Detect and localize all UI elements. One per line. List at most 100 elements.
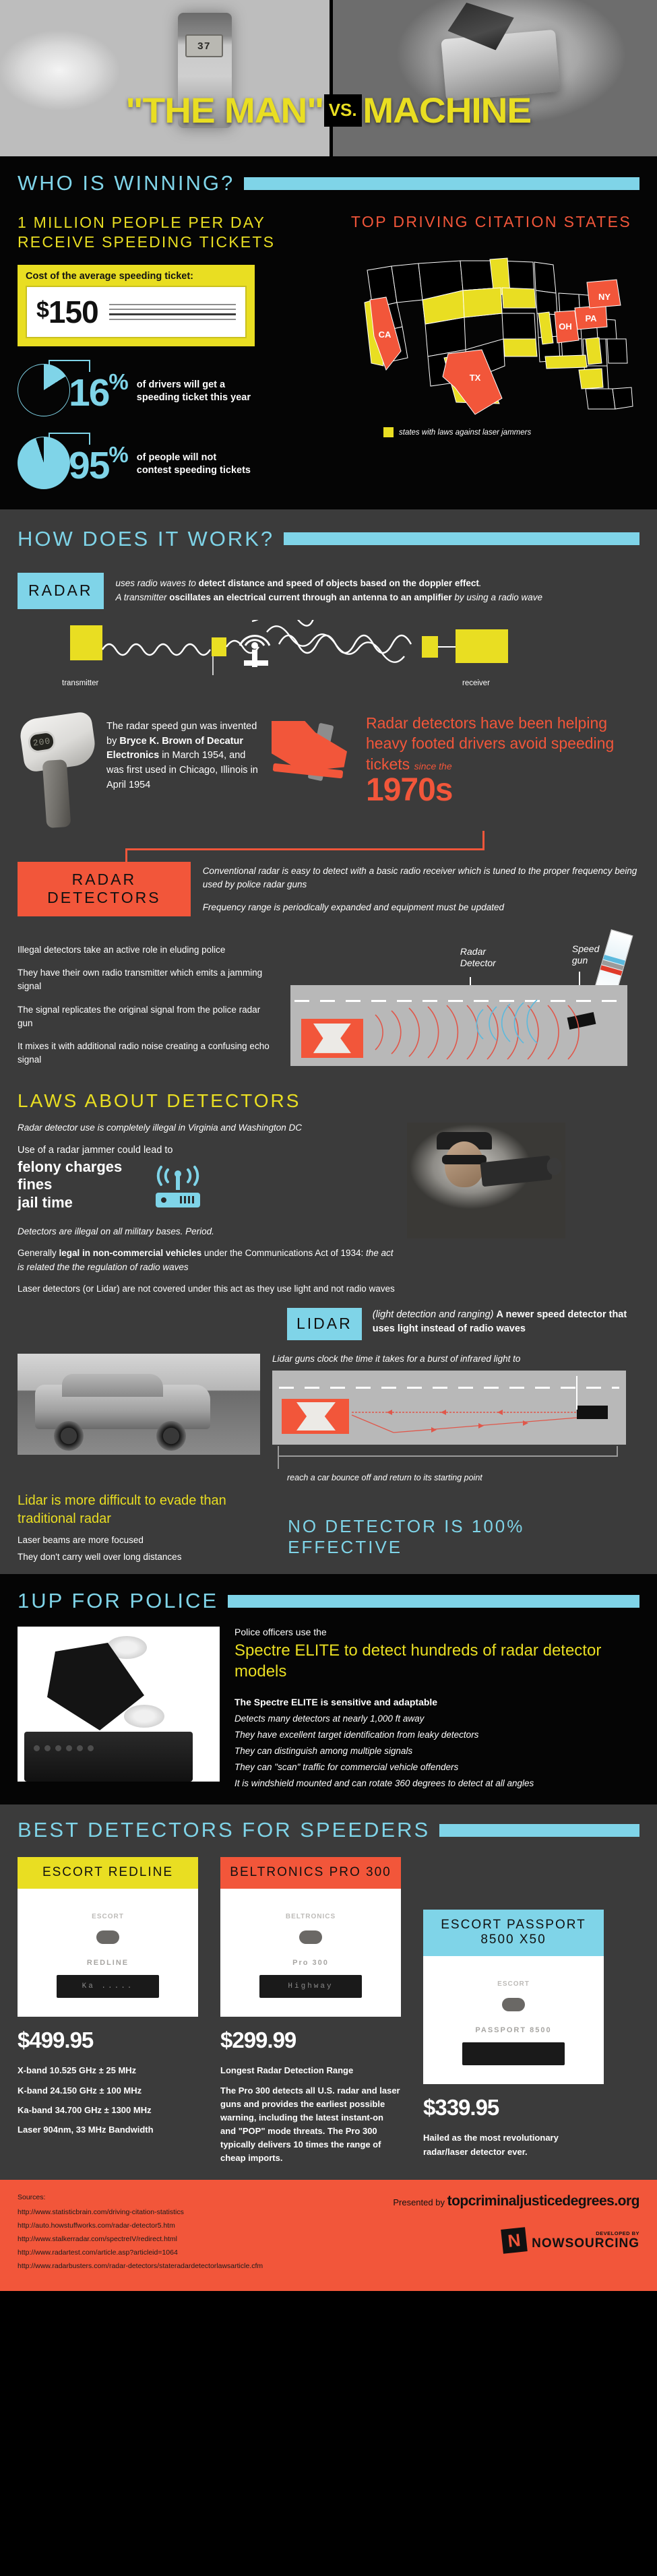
map-label-ca: CA — [379, 329, 392, 340]
road-surface — [290, 984, 627, 1066]
map-label-pa: PA — [585, 313, 597, 323]
pie-slice-16 — [18, 363, 70, 416]
source-link-3[interactable]: http://www.stalkerradar.com/spectreIV/re… — [18, 2235, 177, 2244]
source-link-2[interactable]: http://auto.howstuffworks.com/radar-dete… — [18, 2222, 175, 2230]
lidar-caption-bottom: reach a car bounce off and return to its… — [287, 1473, 482, 1483]
photo-speeding-car — [18, 1354, 260, 1455]
device-screen — [462, 2042, 565, 2066]
laws-military: Detectors are illegal on all military ba… — [18, 1226, 214, 1237]
section-header-police: 1UP FOR POLICE — [18, 1589, 639, 1613]
radar-l2a: A transmitter — [115, 592, 170, 602]
detectors-description: Conventional radar is easy to detect wit… — [203, 862, 639, 915]
ticket-ruled-lines — [108, 304, 236, 320]
jammer-router-icon — [149, 1162, 207, 1212]
spec-1: Longest Radar Detection Range — [220, 2065, 354, 2076]
invention-bold: Bryce K. Brown of Decatur Electronics — [106, 735, 244, 761]
source-link-5[interactable]: http://www.radarbusters.com/radar-detect… — [18, 2262, 263, 2271]
police-point-3: They can distinguish among multiple sign… — [234, 1746, 413, 1757]
police-point-2: They have excellent target identificatio… — [234, 1730, 479, 1740]
product-card-escort-passport-8500-x50[interactable]: ESCORT PASSPORT 8500 X50 ESCORT PASSPORT… — [423, 1857, 604, 2158]
pie-chart-16 — [18, 359, 90, 419]
lidar-car-top-view — [282, 1399, 349, 1435]
section-title-who: WHO IS WINNING? — [18, 171, 235, 195]
section-accent-bar — [228, 1594, 639, 1608]
radar-l1b: detect distance and speed of objects bas… — [198, 577, 479, 588]
map-label-oh: OH — [559, 321, 572, 332]
jammer-point-4: It mixes it with additional radio noise … — [18, 1041, 270, 1065]
lidar-desc-bold: A newer speed detector that uses light i… — [372, 1309, 627, 1335]
tag-radar: RADAR — [18, 572, 104, 609]
product-image: ESCORT REDLINE Ka ..... — [18, 1889, 198, 2017]
laws-lidar-note: Laser detectors (or Lidar) are not cover… — [18, 1283, 395, 1294]
map-title: TOP DRIVING CITATION STATES — [350, 213, 632, 230]
consequence-3: jail time — [18, 1193, 73, 1211]
police-point-5: It is windshield mounted and can rotate … — [234, 1778, 534, 1789]
jammer-point-1: Illegal detectors take an active role in… — [18, 944, 226, 955]
decade-callout: Radar detectors have been helping heavy … — [366, 713, 639, 807]
section-accent-bar — [244, 177, 639, 190]
device-brand: ESCORT — [92, 1913, 124, 1921]
police-headline: Spectre ELITE to detect hundreds of rada… — [234, 1641, 602, 1681]
police-lead: Police officers use the — [234, 1627, 327, 1638]
state-ny — [586, 279, 621, 309]
presenter-name: topcriminaljusticedegrees.org — [447, 2193, 640, 2209]
section-header-how: HOW DOES IT WORK? — [18, 527, 639, 551]
cost-label: Cost of the average speeding ticket: — [26, 270, 193, 282]
section-how-does-it-work: HOW DOES IT WORK? RADAR uses radio waves… — [0, 509, 657, 1083]
photo-police-officer-lidar — [407, 1122, 565, 1238]
stat-text-16: of drivers will get a speeding ticket th… — [136, 379, 251, 403]
device-brand: ESCORT — [497, 1980, 530, 1988]
radar-l2b: oscillates an electrical current through… — [169, 592, 452, 602]
map-label-ny: NY — [598, 292, 611, 302]
section-title-police: 1UP FOR POLICE — [18, 1589, 219, 1613]
radar-description: uses radio waves to detect distance and … — [116, 573, 542, 605]
state-ne — [501, 287, 536, 309]
tag-radar-detectors: RADAR DETECTORS — [18, 861, 191, 916]
laser-beam-svg — [351, 1376, 577, 1433]
lidar-road-diagram — [272, 1371, 626, 1445]
developer-name: NOWSOURCING — [532, 2236, 639, 2251]
pie-bracket-icon — [49, 432, 90, 445]
spec-1: Hailed as the most revolutionary radar/l… — [423, 2133, 559, 2157]
police-subhead: The Spectre ELITE is sensitive and adapt… — [234, 1697, 438, 1708]
photo-officer-speed-gun — [0, 0, 330, 156]
lidar-headline: Lidar is more difficult to evade than tr… — [18, 1493, 226, 1527]
section-header-best: BEST DETECTORS FOR SPEEDERS — [18, 1818, 639, 1842]
headline-line-2: RECEIVE SPEEDING TICKETS — [18, 233, 276, 251]
product-price: $339.95 — [423, 2095, 499, 2121]
mid-block-1 — [212, 637, 226, 656]
police-point-1: Detects many detectors at nearly 1,000 f… — [234, 1714, 425, 1724]
signal-waves-svg — [375, 999, 580, 1060]
lidar-point-1: Laser beams are more focused — [18, 1535, 144, 1546]
legend-swatch-yellow — [383, 427, 394, 437]
jammer-points: Illegal detectors take an active role in… — [18, 943, 277, 1078]
lidar-description: (light detection and ranging) A newer sp… — [373, 1308, 639, 1336]
hero-photo-radar-detector — [333, 0, 657, 156]
stat-row-16: 16% of drivers will get a speeding ticke… — [18, 359, 338, 419]
source-link-1[interactable]: http://www.statisticbrain.com/driving-ci… — [18, 2208, 184, 2217]
product-price: $299.99 — [220, 2028, 296, 2053]
headline-line-1: 1 MILLION PEOPLE PER DAY — [18, 214, 266, 231]
lidar-bracket — [272, 1446, 626, 1476]
product-name: ESCORT PASSPORT 8500 X50 — [423, 1910, 604, 1957]
label-receiver: receiver — [462, 679, 490, 687]
state-va — [585, 337, 602, 365]
wave-diagram-svg — [70, 601, 508, 675]
product-card-beltronics-pro-300[interactable]: BELTRONICS PRO 300 BELTRONICS Pro 300 Hi… — [220, 1857, 401, 2165]
presented-by: Presented by topcriminaljusticedegrees.o… — [393, 2193, 640, 2209]
product-name: ESCORT REDLINE — [18, 1857, 198, 1889]
product-card-escort-redline[interactable]: ESCORT REDLINE ESCORT REDLINE Ka ..... $… — [18, 1857, 198, 2137]
invention-row: 200 The radar speed gun was invented by … — [18, 710, 639, 831]
state-ca — [369, 296, 402, 371]
device-screen: Highway — [259, 1975, 362, 1999]
hero-photo-speed-gun: 37 — [0, 0, 330, 156]
ticket-graphic: $150 — [26, 285, 247, 338]
footer: Sources: http://www.statisticbrain.com/d… — [0, 2180, 657, 2292]
decade-big: 1970s — [366, 772, 453, 808]
radar-wave-diagram: transmitter receiver — [18, 601, 639, 699]
laws-lead: Use of a radar jammer could lead to — [18, 1144, 173, 1156]
nowsourcing-logo[interactable]: N DEVELOPED BY NOWSOURCING — [370, 2227, 639, 2255]
source-link-4[interactable]: http://www.radartest.com/article.asp?art… — [18, 2249, 178, 2257]
currency-symbol: $ — [36, 296, 49, 323]
